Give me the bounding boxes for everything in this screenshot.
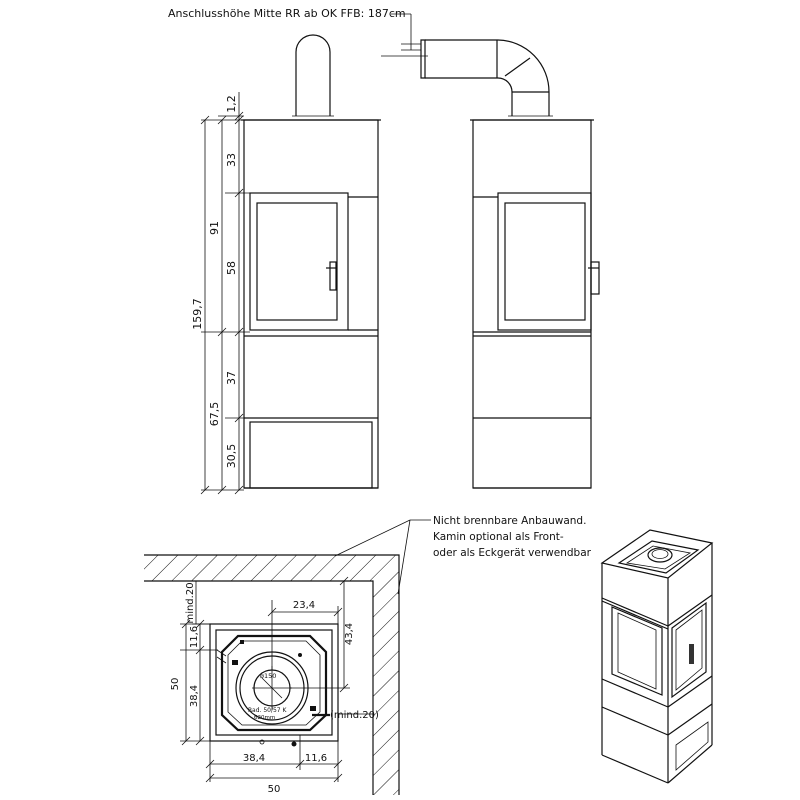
dim-50-bottom: 50	[268, 784, 281, 795]
iso-door-right	[671, 601, 707, 699]
door-handle-front	[329, 261, 337, 291]
stove-body-front	[243, 119, 379, 489]
dim-67-5: 67,5	[208, 402, 221, 427]
dim-37: 37	[225, 371, 238, 385]
dim-11-6-bottom: 11,6	[305, 753, 327, 764]
plan-view-walls	[144, 554, 400, 795]
dim-38-4-left: 38,4	[189, 685, 200, 707]
dim-50-left: 50	[170, 678, 181, 691]
rad-label: Rad. 50/57 K	[248, 707, 288, 714]
front-dimensions: 1,2 33 91 58 159,7 37 67,5 30,5	[191, 92, 250, 495]
wall-note: Nicht brennbare Anbauwand. Kamin optiona…	[334, 515, 592, 595]
flue-label: ø150	[260, 672, 276, 680]
dim-mind20-right: (mind.20)	[330, 710, 379, 721]
plan-dimensions: mind.20 23,4 43,4 11,6 50 38,4 (mind.20)	[170, 576, 379, 795]
ash-drawer-front	[249, 421, 373, 489]
connection-height-text: Anschlusshöhe Mitte RR ab OK FFB: 187cm	[168, 7, 406, 20]
dim-mind20-top: mind.20	[185, 582, 196, 623]
combustion-chamber	[220, 634, 328, 732]
dim-159-7: 159,7	[191, 298, 204, 330]
iso-door-left	[611, 606, 663, 696]
dim-91: 91	[208, 221, 221, 235]
dim-33: 33	[225, 153, 238, 167]
dim-11-6-left: 11,6	[189, 626, 200, 648]
elbow-pipe-outer	[425, 39, 550, 116]
svg-text:Kamin optional als Front-: Kamin optional als Front-	[433, 531, 564, 543]
svg-text:Nicht brennbare Anbauwand.: Nicht brennbare Anbauwand.	[433, 515, 586, 527]
stove-isometric-view	[600, 529, 714, 784]
door-frame-side	[497, 192, 592, 331]
connection-height-leader	[381, 13, 428, 57]
svg-text:oder als Eckgerät verwendbar: oder als Eckgerät verwendbar	[433, 547, 592, 559]
stove-footprint	[209, 623, 339, 742]
stove-front-view	[241, 34, 381, 489]
dim-58: 58	[225, 261, 238, 275]
flue-pipe-front	[295, 34, 331, 116]
dim-23-4: 23,4	[293, 600, 315, 611]
stove-rear-connection-view	[420, 39, 600, 489]
dim-43-4: 43,4	[344, 623, 355, 645]
rad-label-2: 620mm	[254, 715, 275, 721]
door-frame-front	[249, 192, 349, 331]
door-handle-side	[590, 261, 600, 295]
dim-38-4-bottom: 38,4	[243, 753, 265, 764]
door-glass-front	[256, 202, 338, 321]
elbow-pipe-inner	[425, 77, 513, 116]
dim-30-5: 30,5	[225, 444, 238, 469]
stove-body-side	[472, 119, 592, 489]
plan-view-stove: ø150 Rad. 50/57 K 620mm	[209, 623, 339, 747]
dim-1-2: 1,2	[225, 95, 238, 113]
